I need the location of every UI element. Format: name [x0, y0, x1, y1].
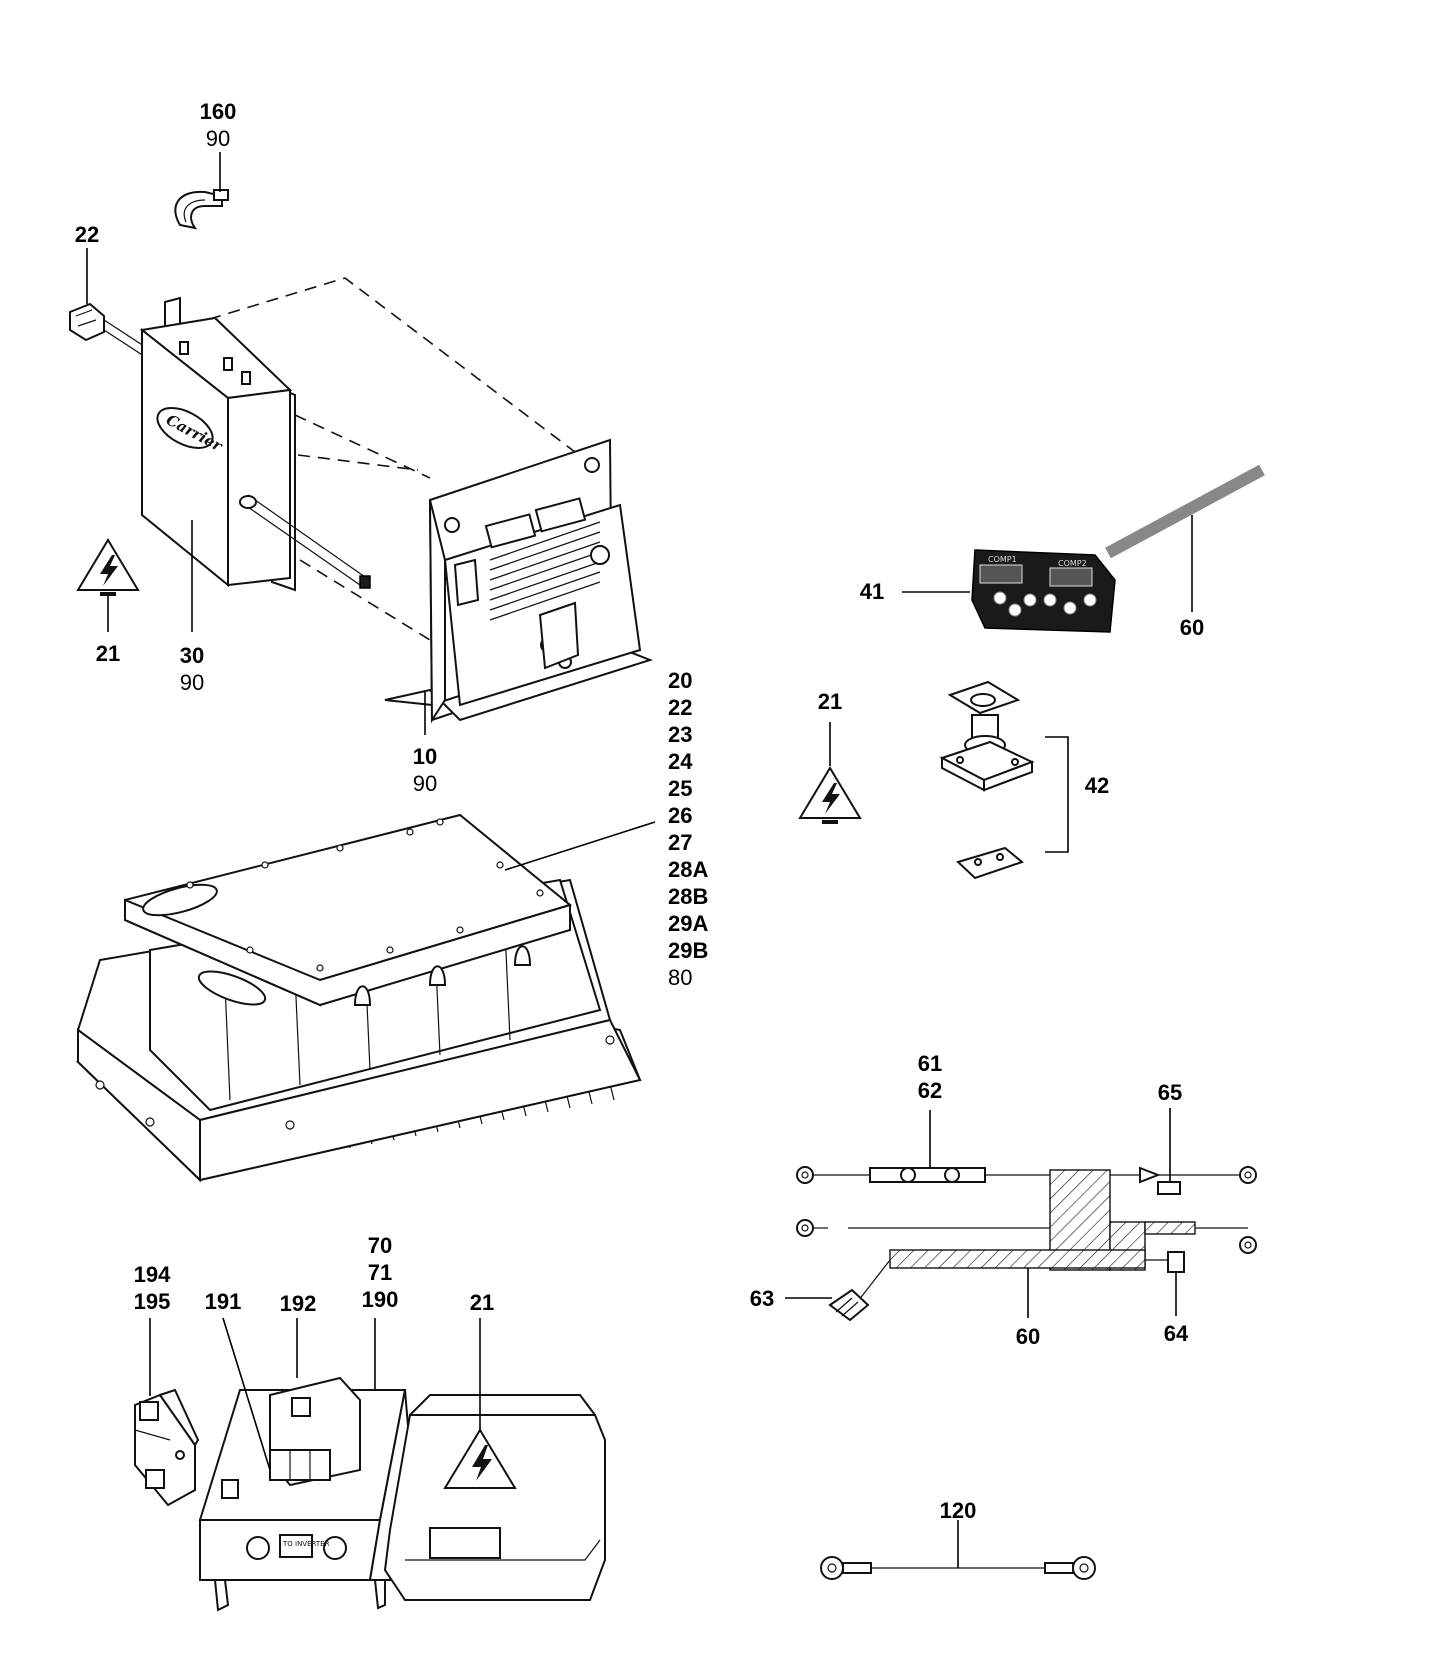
callout-64: 64: [1164, 1320, 1188, 1347]
inverter-housing-part: [75, 813, 642, 1183]
ground-strap-part: [820, 1556, 1096, 1580]
bracket-42: [1045, 736, 1069, 853]
callout-190-number: 190: [361, 1287, 399, 1312]
callout-60-number: 60: [1179, 615, 1205, 640]
callout-191-number: 191: [204, 1289, 242, 1314]
callout-41-number: 41: [859, 579, 885, 604]
callout-stack-item: 23: [668, 722, 693, 747]
callout-194-195: 194 195: [134, 1261, 171, 1315]
inverter-drive-part: [384, 438, 653, 724]
display-panel-part: COMP1 COMP2: [971, 549, 1116, 633]
callout-65-number: 65: [1157, 1080, 1183, 1105]
callout-65: 65: [1158, 1079, 1182, 1106]
callout-160-number: 160: [199, 99, 237, 124]
callout-192-number: 192: [279, 1291, 317, 1316]
cable-clamp-part: [174, 189, 229, 230]
callout-21-bottom-number: 21: [469, 1290, 495, 1315]
callout-160: 160 90: [200, 98, 237, 152]
callout-stack-item: 28A: [668, 857, 709, 882]
callout-192: 192: [280, 1290, 317, 1317]
callout-191: 191: [205, 1288, 242, 1315]
callout-60-display: 60: [1180, 614, 1204, 641]
leader-191: [222, 1317, 271, 1471]
callout-71-number: 71: [367, 1260, 393, 1285]
callout-stack-item: 27: [668, 830, 693, 855]
callout-stack-item: 28B: [668, 884, 709, 909]
callout-160-qty: 90: [205, 126, 231, 151]
callout-63: 63: [750, 1285, 774, 1312]
callout-21-left: 21: [96, 640, 120, 667]
wiring-harness-part: [796, 1166, 1257, 1322]
callout-30: 30 90: [180, 642, 204, 696]
callout-61-number: 61: [917, 1051, 943, 1076]
callout-stack-item: 20: [668, 668, 693, 693]
callout-22-top: 22: [75, 221, 99, 248]
junction-box-lid-part: [383, 1394, 606, 1601]
junction-box-part: TO INVERTER: [198, 1376, 412, 1612]
callout-10: 10 90: [413, 743, 437, 797]
callout-stack-item: 29A: [668, 911, 709, 936]
callout-64-number: 64: [1163, 1321, 1189, 1346]
callout-42-number: 42: [1084, 773, 1110, 798]
fuse-holder-part: [134, 1388, 200, 1507]
callout-63-number: 63: [749, 1286, 775, 1311]
callout-60-harness: 60: [1016, 1323, 1040, 1350]
display-cable-part: [1105, 464, 1265, 559]
callout-stack-item: 24: [668, 749, 693, 774]
callout-60-harness-number: 60: [1015, 1324, 1041, 1349]
mount-bracket-part: [939, 680, 1035, 880]
box-stamp-label: TO INVERTER: [282, 1540, 330, 1548]
control-box-part: Carrier: [139, 296, 371, 592]
callout-10-qty: 90: [412, 771, 438, 796]
leader-stack: [504, 821, 656, 871]
callout-stack-item: 25: [668, 776, 693, 801]
callout-21-left-number: 21: [95, 641, 121, 666]
callout-120-number: 120: [939, 1498, 977, 1523]
callout-30-number: 30: [179, 643, 205, 668]
callout-195-number: 195: [133, 1289, 171, 1314]
assembly-dashed-outline: [189, 277, 576, 641]
callout-22-number: 22: [74, 222, 100, 247]
callout-70-71-190: 70 71 190: [362, 1232, 399, 1313]
callout-stack-item: 29B: [668, 938, 709, 963]
callout-21-bottom: 21: [470, 1289, 494, 1316]
callout-194-number: 194: [133, 1262, 171, 1287]
callout-21-mid-number: 21: [817, 689, 843, 714]
callout-stack-right: 20 22 23 24 25 26 27 28A 28B 29A 29B 80: [668, 667, 708, 991]
high-voltage-warning-icon: [76, 538, 140, 596]
callout-70-number: 70: [367, 1233, 393, 1258]
callout-61-62: 61 62: [918, 1050, 942, 1104]
callout-120: 120: [940, 1497, 977, 1524]
callout-21-mid: 21: [818, 688, 842, 715]
callout-62-number: 62: [917, 1078, 943, 1103]
callout-30-qty: 90: [179, 670, 205, 695]
connector-plug-part: [69, 302, 151, 361]
callout-41: 41: [860, 578, 884, 605]
callout-42: 42: [1085, 772, 1109, 799]
panel-comp1-label: COMP1: [988, 555, 1017, 564]
high-voltage-warning-icon: [798, 766, 862, 824]
callout-stack-item: 22: [668, 695, 693, 720]
callout-stack-qty: 80: [668, 965, 693, 990]
callout-stack-item: 26: [668, 803, 693, 828]
callout-10-number: 10: [412, 744, 438, 769]
panel-comp2-label: COMP2: [1058, 559, 1087, 568]
